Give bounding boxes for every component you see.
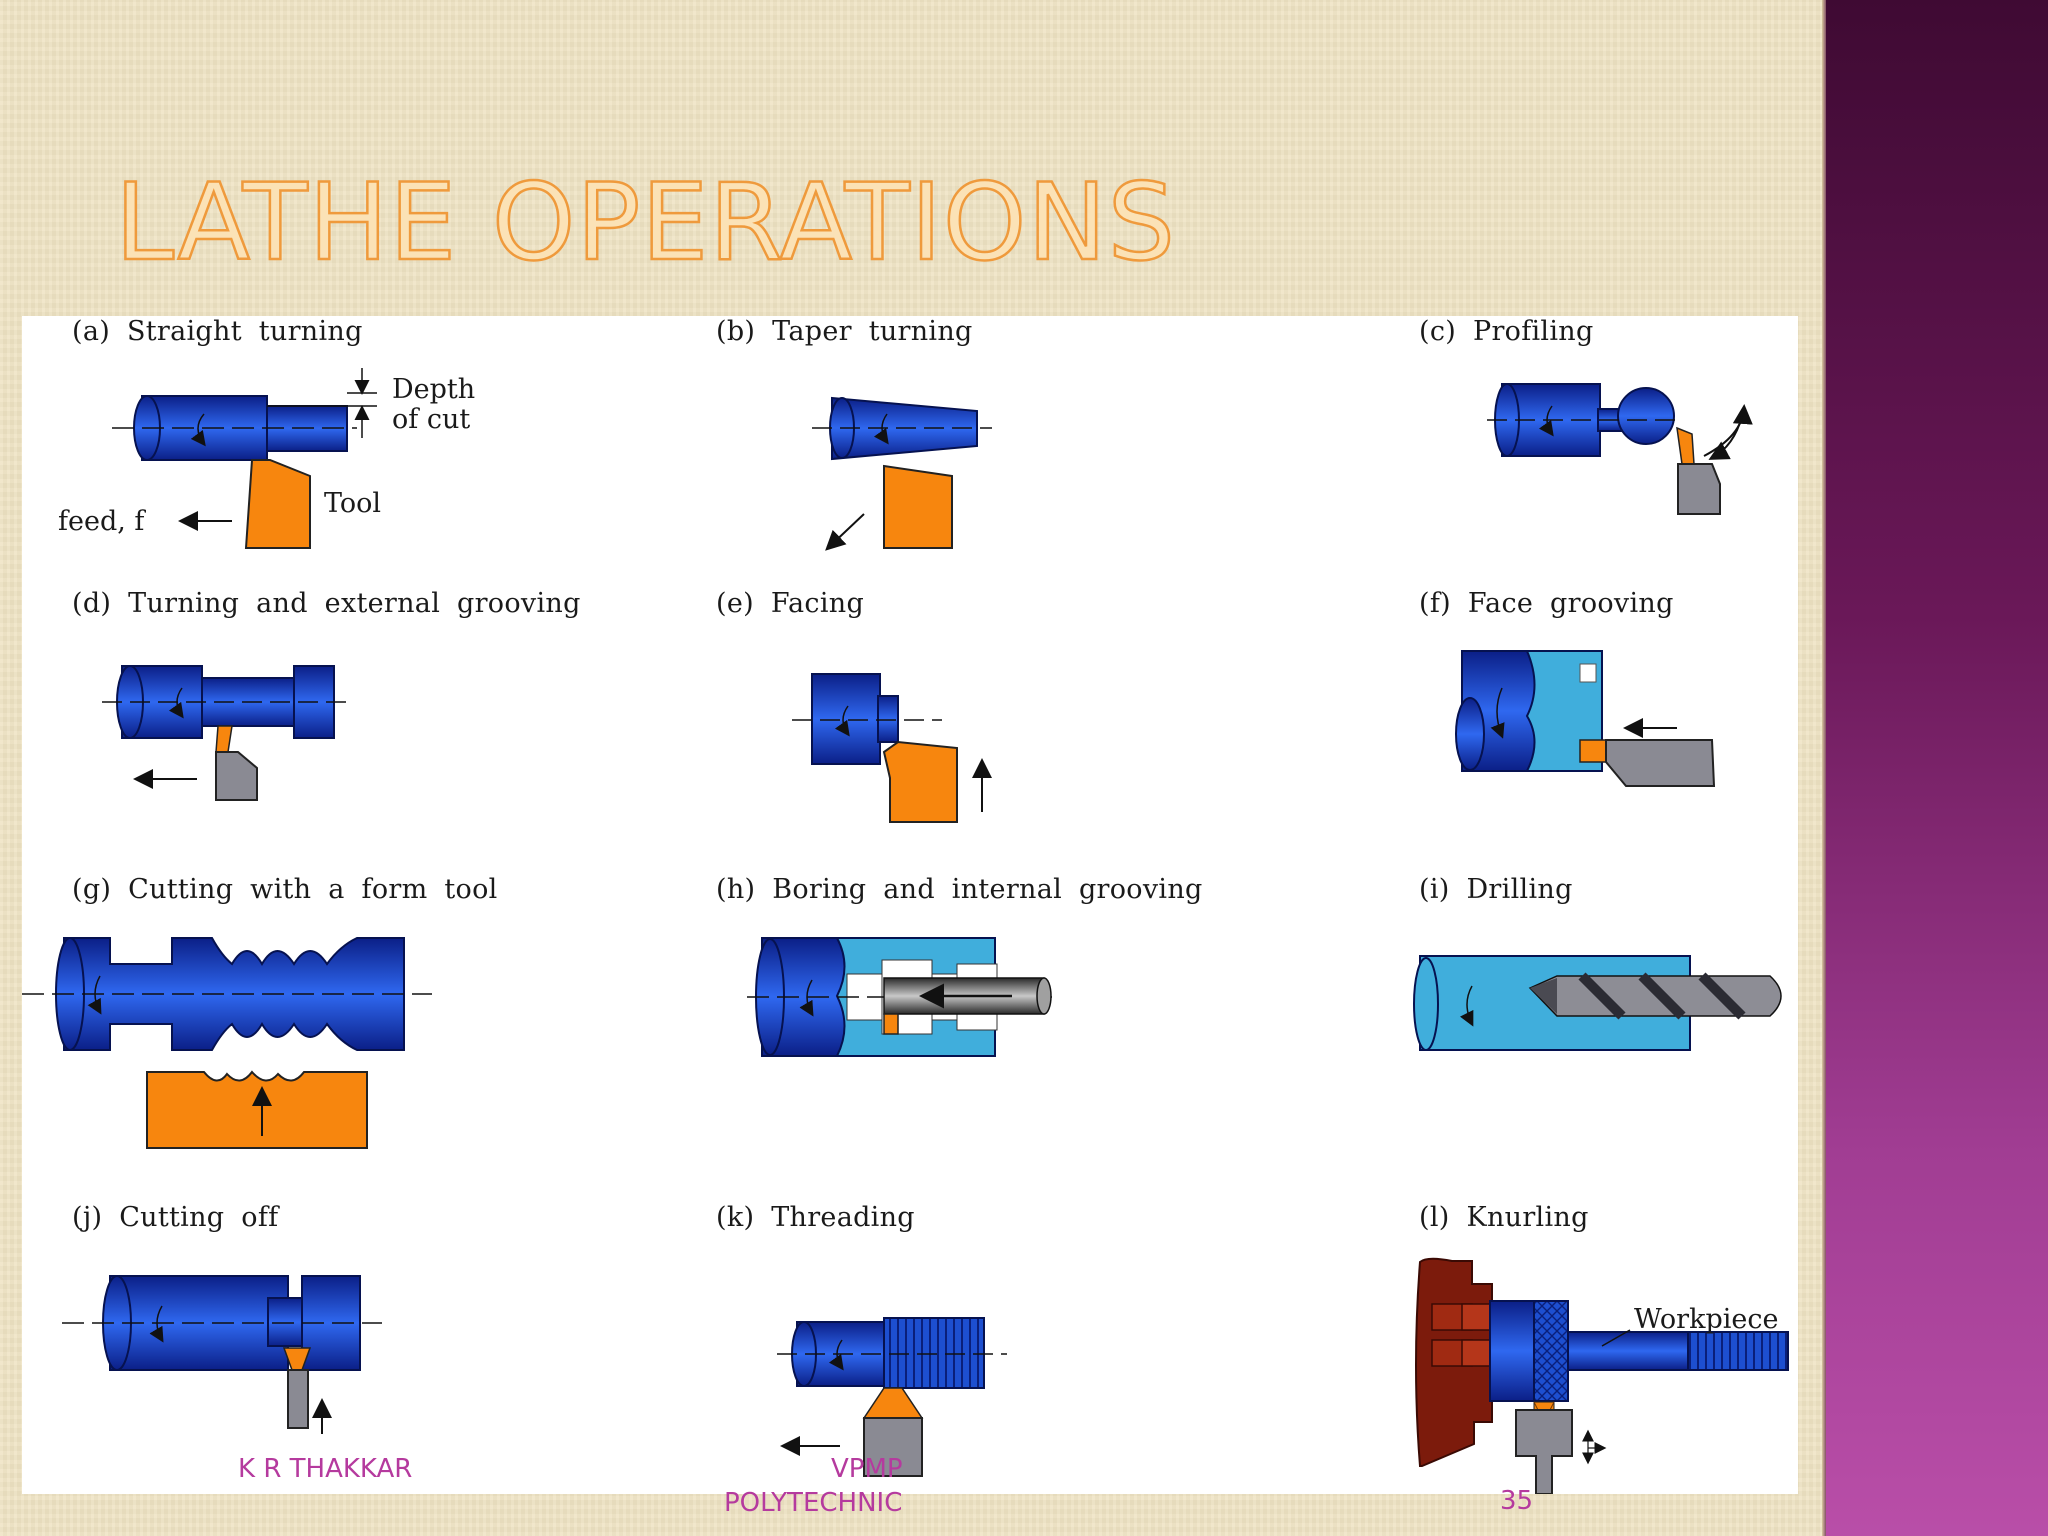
caption-l: (l) Knurling	[1419, 1202, 1589, 1233]
tool-label: Tool	[324, 488, 381, 519]
op-d-turning-grooving	[102, 665, 352, 801]
op-g-form-tool	[22, 937, 432, 1149]
caption-h: (h) Boring and internal grooving	[716, 874, 1203, 905]
caption-j: (j) Cutting off	[72, 1202, 279, 1233]
caption-d: (d) Turning and external grooving	[72, 588, 581, 619]
caption-i: (i) Drilling	[1419, 874, 1573, 905]
slide-title: LATHE OPERATIONS	[114, 161, 1176, 284]
workpiece-label: Workpiece	[1634, 1304, 1778, 1335]
op-i-drilling	[1413, 955, 1782, 1051]
lathe-operations-diagram: Depth of cut Tool feed, f	[22, 316, 1798, 1495]
op-j-cutting-off	[62, 1275, 382, 1434]
decorative-sidebar	[1826, 0, 2048, 1536]
op-e-facing	[792, 673, 992, 823]
op-k-threading	[777, 1317, 1007, 1477]
caption-k: (k) Threading	[716, 1202, 915, 1233]
footer-college-line-1: VPMP	[831, 1454, 903, 1484]
op-a-straight-turning: Depth of cut Tool feed, f	[58, 368, 475, 549]
op-h-boring	[747, 937, 1052, 1057]
op-b-taper-turning	[812, 396, 992, 551]
op-f-face-grooving	[1455, 650, 1716, 787]
caption-c: (c) Profiling	[1419, 316, 1594, 347]
caption-f: (f) Face grooving	[1419, 588, 1674, 619]
caption-b: (b) Taper turning	[716, 316, 973, 347]
page-number: 35	[1500, 1486, 1534, 1516]
op-c-profiling	[1487, 383, 1753, 515]
caption-e: (e) Facing	[716, 588, 865, 619]
caption-g: (g) Cutting with a form tool	[72, 874, 498, 905]
op-l-knurling: Workpiece	[1415, 1257, 1789, 1495]
footer-college-line-2: POLYTECHNIC	[724, 1488, 903, 1518]
lathe-operations-figure: Depth of cut Tool feed, f	[22, 316, 1798, 1495]
depth-label-1: Depth	[392, 374, 475, 405]
sidebar-edge	[1822, 0, 1828, 1536]
feed-label: feed, f	[58, 506, 146, 537]
depth-label-2: of cut	[392, 404, 470, 435]
footer-author: K R THAKKAR	[238, 1454, 413, 1484]
caption-a: (a) Straight turning	[72, 316, 363, 347]
